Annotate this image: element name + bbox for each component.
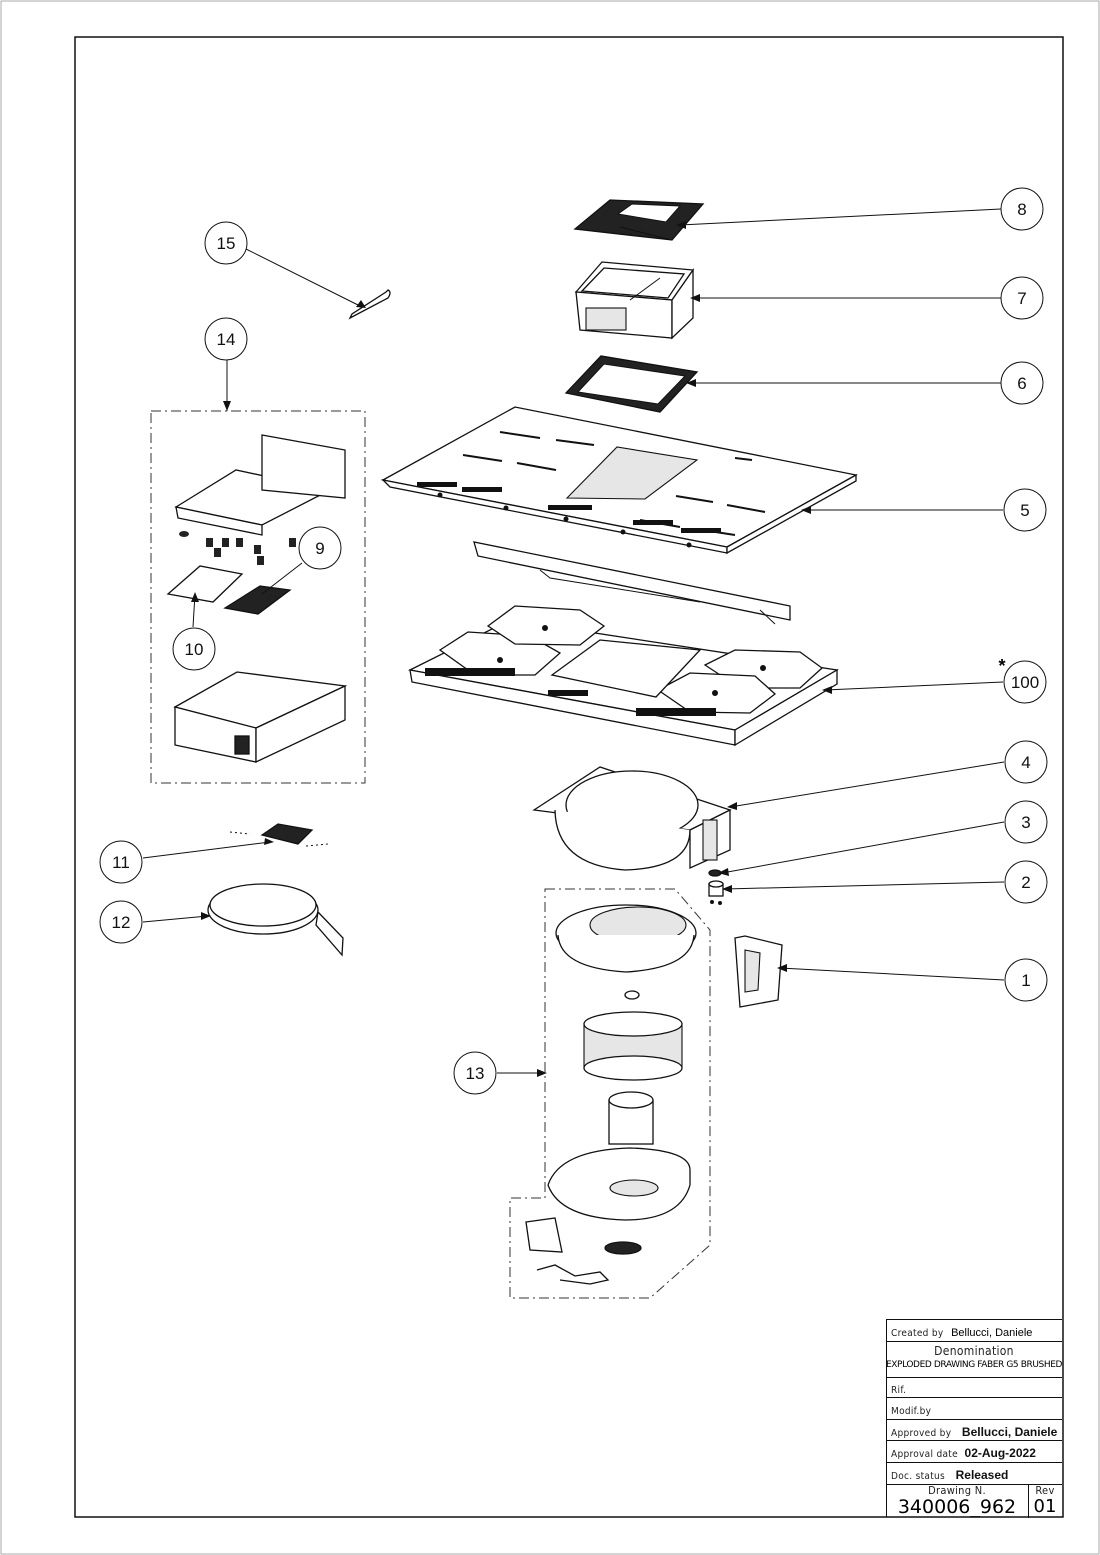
part-1-bracket [734,935,783,1008]
balloon-5-label: 5 [1020,501,1029,520]
balloon-3-label: 3 [1021,813,1030,832]
rif-row: Rif. [886,1377,1062,1397]
denomination-value: EXPLODED DRAWING FABER G5 BRUSHED [886,1360,1063,1370]
drawing-n-label: Drawing N. [928,1484,986,1497]
doc-status-label: Doc. status [891,1471,946,1482]
balloon-2-label: 2 [1021,873,1030,892]
created-by-label: Created by [891,1328,944,1339]
part-14-electronics-box-group [150,410,366,784]
balloon-15-label: 15 [217,234,236,253]
balloon-8: 8 [1000,187,1044,231]
balloon-5: 5 [1003,488,1047,532]
part-7-filter-box [574,261,695,340]
approved-by-row: Approved by Bellucci, Daniele [886,1419,1062,1440]
approval-date-row: Approval date 02-Aug-2022 [886,1440,1062,1462]
balloon-9-label: 9 [315,539,324,558]
modif-by-label: Modif.by [891,1406,932,1417]
balloon-14-label: 14 [217,330,236,349]
part-100-induction-base [407,605,839,747]
balloon-6: 6 [1000,361,1044,405]
rev-label: Rev [1035,1484,1055,1497]
created-by-row: Created by Bellucci, Daniele [886,1319,1062,1341]
balloon-13: 13 [453,1051,497,1095]
balloon-14: 14 [204,317,248,361]
balloon-4-label: 4 [1021,753,1030,772]
denomination-row: Denomination EXPLODED DRAWING FABER G5 B… [886,1341,1062,1377]
drawing-n-value: 340006_962 [897,1496,1017,1518]
balloon-3: 3 [1004,800,1048,844]
leader-arrowheads [191,221,832,1077]
balloon-11: 11 [99,840,143,884]
part-13-motor-assembly [509,888,711,1299]
denomination-label: Denomination [934,1344,1014,1358]
balloon-100-label: 100 [1011,673,1039,692]
balloon-6-label: 6 [1017,374,1026,393]
balloon-2: 2 [1004,860,1048,904]
part-6-gasket-frame [564,355,699,413]
approved-by-label: Approved by [891,1428,952,1439]
part-15-rod [348,289,391,320]
balloon-8-label: 8 [1017,200,1026,219]
part-11-module [229,823,329,847]
approved-by-value: Bellucci, Daniele [961,1425,1058,1439]
cooktop-support-bar [473,541,791,625]
balloon-4: 4 [1004,740,1048,784]
modif-row: Modif.by [886,1397,1062,1419]
part-12-band [207,883,344,957]
created-by-value: Bellucci, Daniele [951,1327,1033,1339]
balloon-12: 12 [99,900,143,944]
balloon-13-label: 13 [466,1064,485,1083]
balloon-10: 10 [172,627,216,671]
balloon-12-label: 12 [112,913,131,932]
rif-label: Rif. [891,1385,907,1396]
balloon-7: 7 [1000,276,1044,320]
part-4-fan-housing [532,766,732,871]
title-block [886,1319,1062,1517]
balloon-9: 9 [298,526,342,570]
approval-date-label: Approval date [891,1449,958,1460]
revision-cell: Rev 01 [1028,1485,1062,1518]
balloon-11-label: 11 [112,853,130,872]
doc-status-row: Doc. status Released [886,1462,1062,1484]
balloon-7-label: 7 [1017,289,1026,308]
drawing-number-row: Drawing N. 340006_962 Rev 01 [886,1484,1062,1518]
leader-lines [142,208,1005,1074]
balloon-1-label: 1 [1021,971,1030,990]
rev-value: 01 [1033,1496,1057,1517]
approval-date-value: 02-Aug-2022 [964,1446,1036,1460]
balloon-15: 15 [204,221,248,265]
part-2-bushing [708,880,724,905]
asterisk-marker: * [998,656,1005,676]
part-8-grille [573,199,705,241]
part-5-glass-cooktop [381,406,858,555]
balloon-10-label: 10 [185,640,204,659]
doc-status-value: Released [955,1468,1009,1482]
drawing-number-cell: Drawing N. 340006_962 [886,1485,1029,1518]
drawing-frame [74,36,1064,1518]
balloon-1: 1 [1004,958,1048,1002]
balloon-100: 100 [1003,660,1047,704]
